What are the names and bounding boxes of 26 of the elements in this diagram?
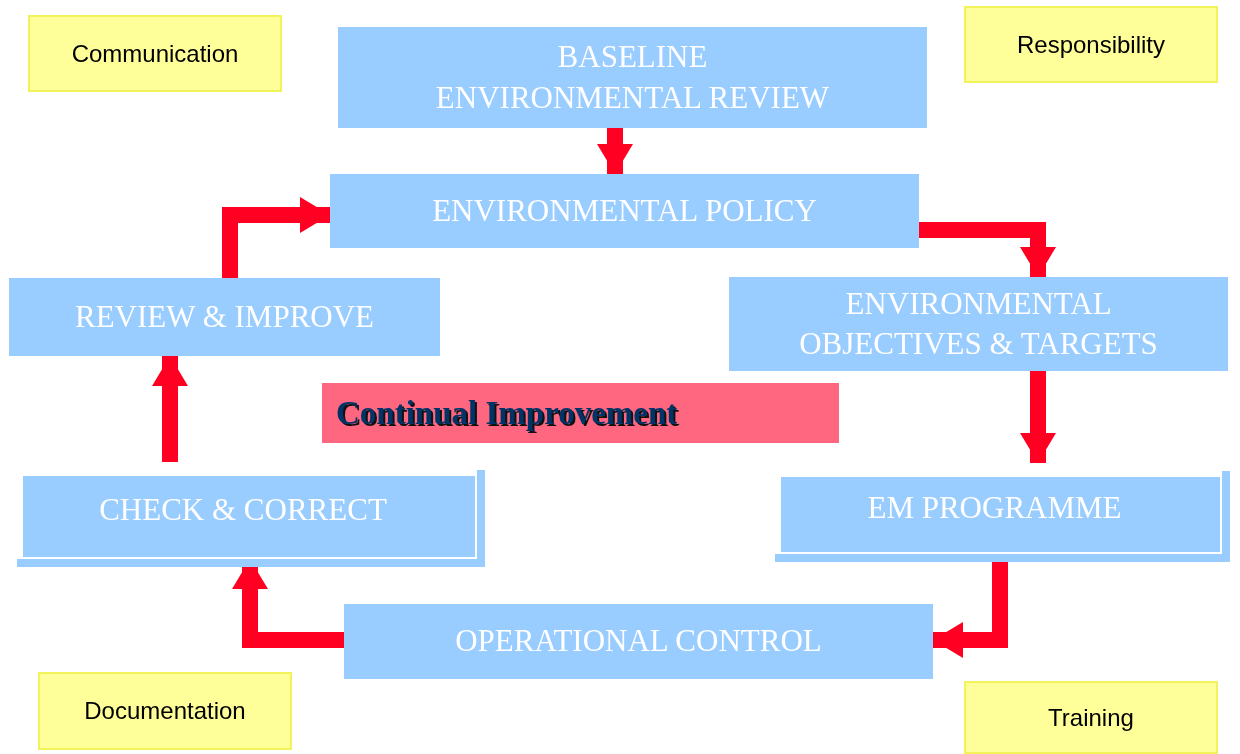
box-label: Continual Improvement [336,393,678,433]
arrow [1020,371,1056,463]
box-label: ENVIRONMENTAL POLICY [432,191,817,230]
note-box [28,15,282,92]
process-box [9,278,440,356]
box-label: ENVIRONMENTAL OBJECTIVES & TARGETS [798,284,1159,363]
note-box [964,6,1218,83]
process-box [729,277,1228,371]
box-label: BASELINE ENVIRONMENTAL REVIEW [434,38,831,117]
arrow [597,128,633,174]
note-box [38,672,292,750]
note-box [964,681,1218,754]
box-label: EM PROGRAMME [867,489,1122,528]
process-box [344,604,933,679]
box-label: Responsibility [1016,29,1166,60]
box-label: REVIEW & IMPROVE [74,297,375,336]
process-box [330,174,919,248]
process-box [338,27,927,128]
arrow [222,197,330,278]
box-label: OPERATIONAL CONTROL [455,622,822,661]
box-label: Training [1048,702,1134,733]
box-label: Communication [71,38,239,69]
arrow [919,222,1056,277]
box-label: Documentation [84,696,246,727]
banner-box [322,383,839,443]
box-label: CHECK & CORRECT [99,491,387,530]
